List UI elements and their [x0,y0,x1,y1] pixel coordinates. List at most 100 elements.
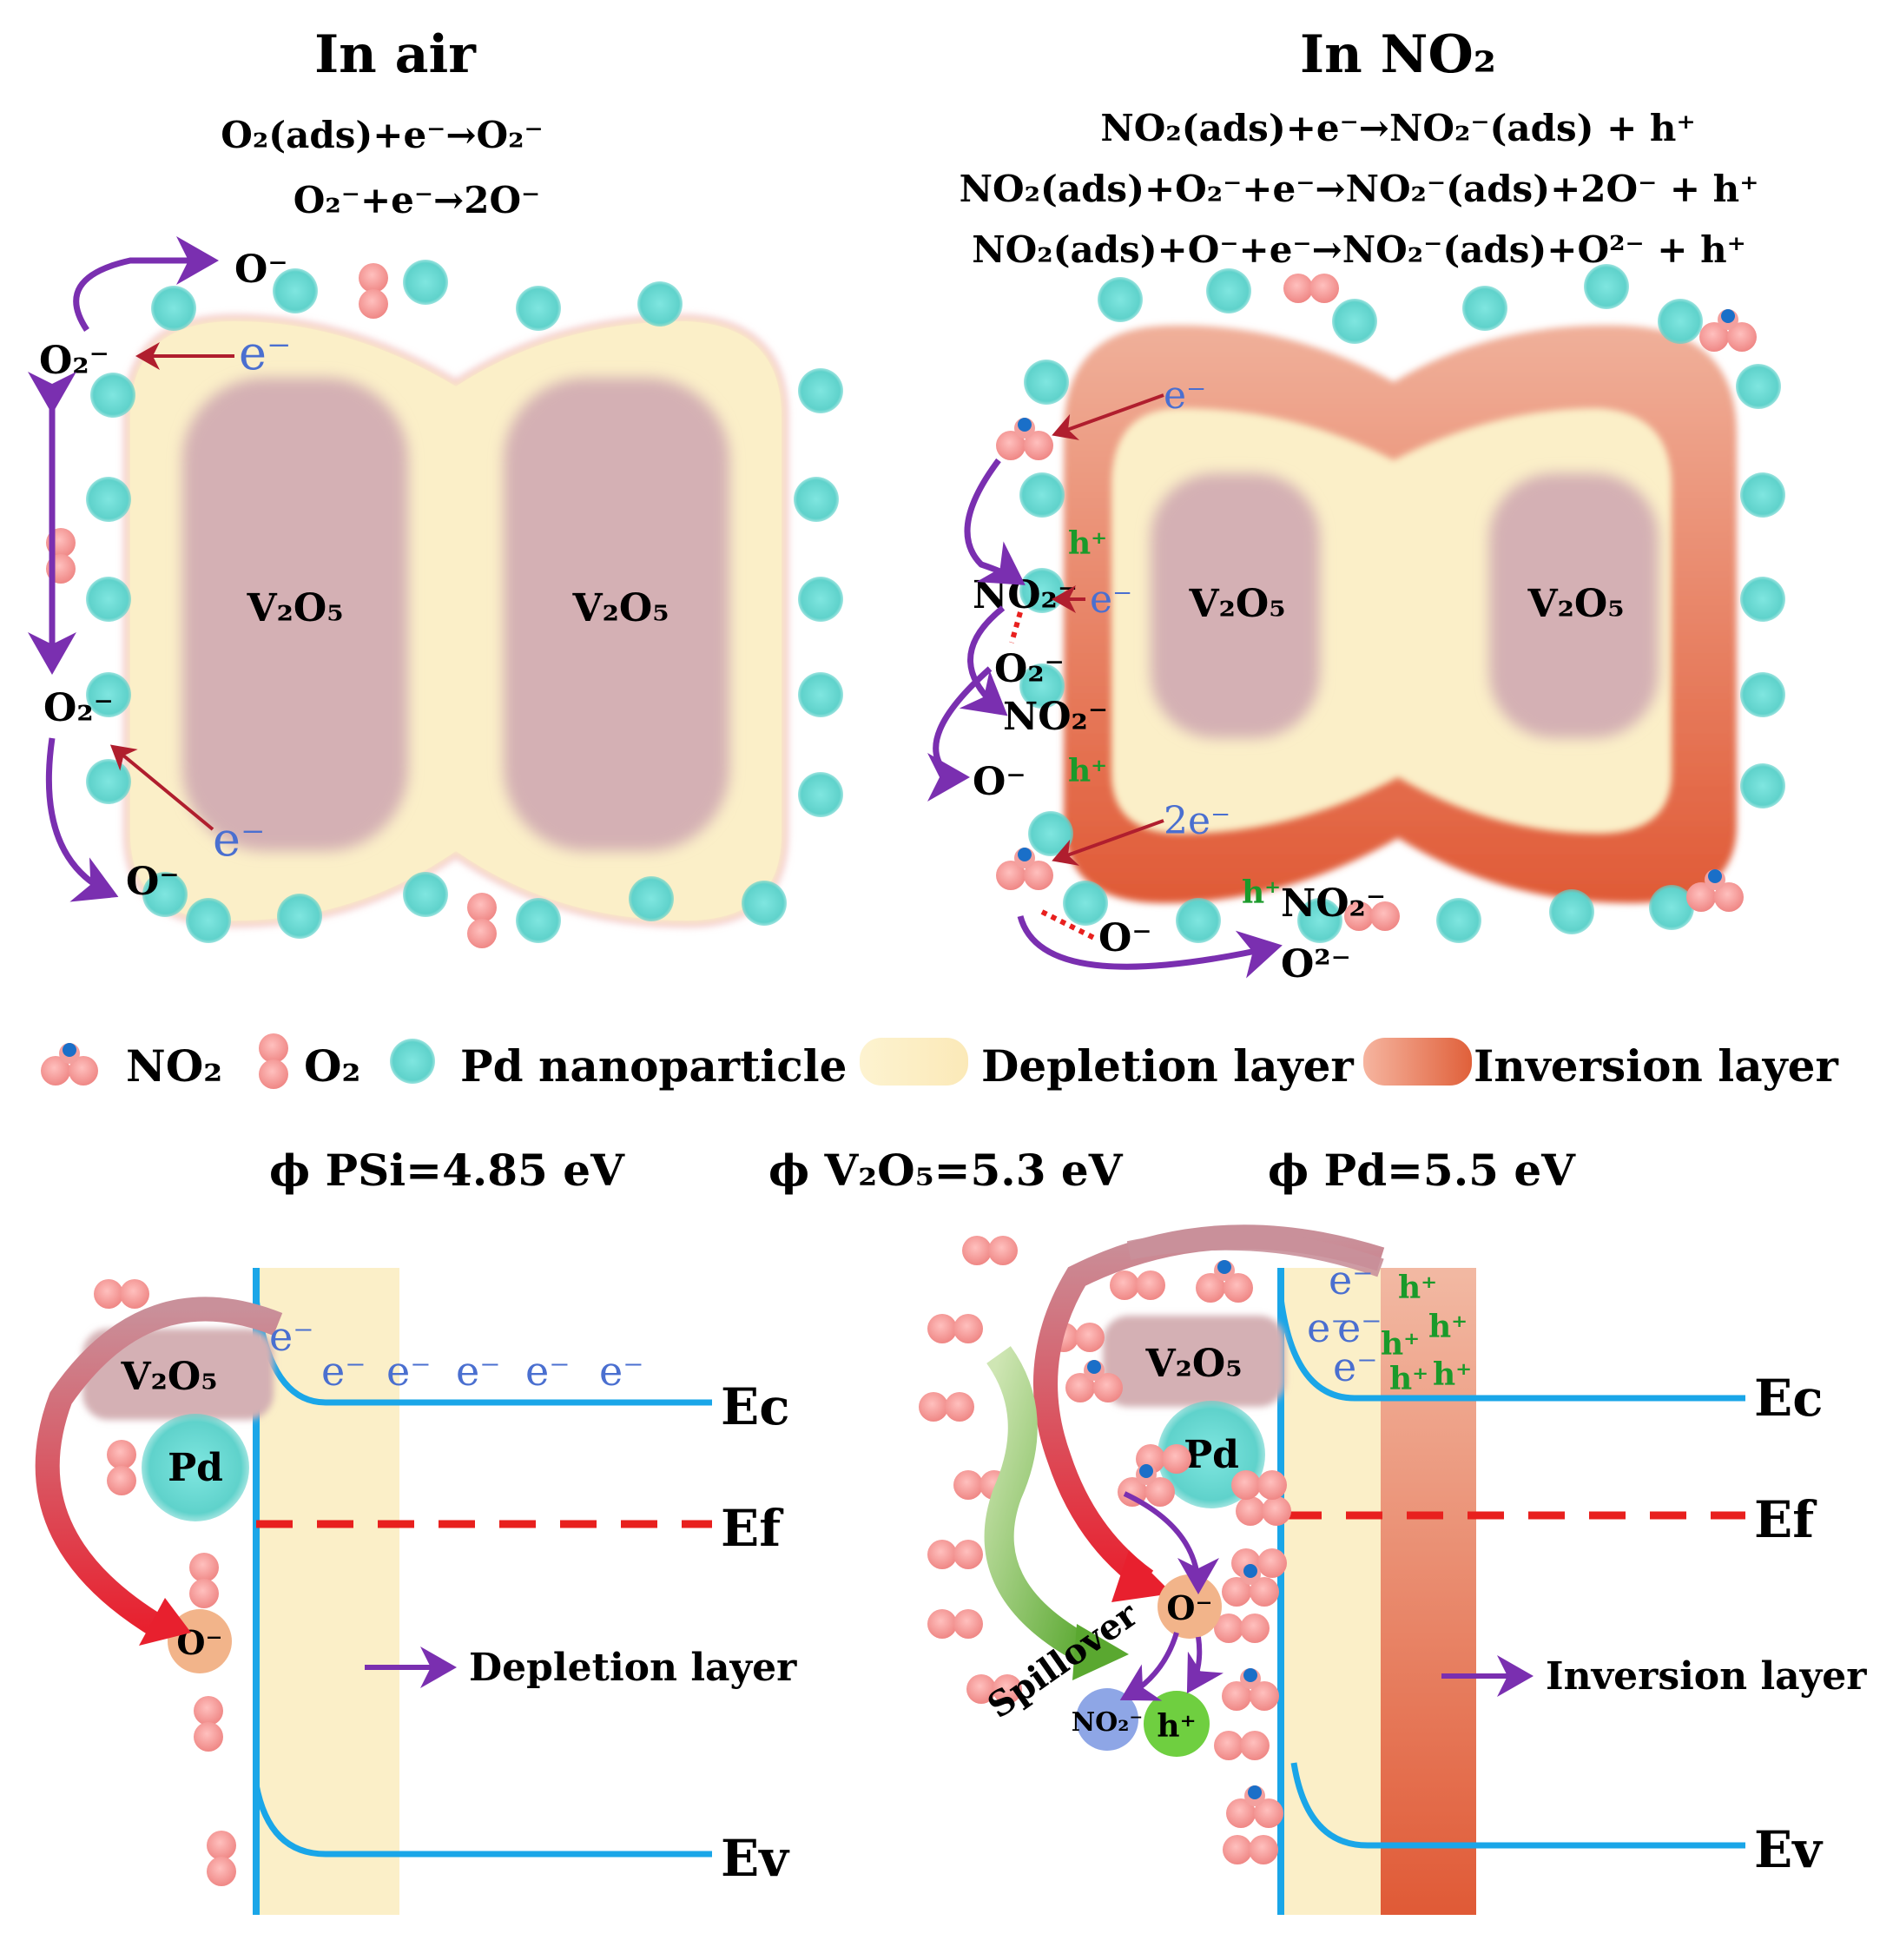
no2-minus-bubble [1076,1688,1138,1751]
no2-minus-label-band: NO₂⁻ [1072,1707,1144,1738]
electron-transfer-arrow-left [35,1297,283,1640]
title-in-air: In air [314,24,477,85]
ec-label-right: Ec [1754,1369,1824,1428]
h-plus-no2-2: h⁺ [1068,753,1107,789]
equation-air-1: O₂(ads)+e⁻→O₂⁻ [221,114,543,156]
svg-text:h⁺: h⁺ [1389,1361,1428,1397]
o-minus-air-top: O⁻ [234,247,288,292]
ec-label-left: Ec [721,1377,790,1436]
spillover-arrow [984,1346,1093,1663]
inversion-label-band: Inversion layer [1546,1654,1867,1699]
two-e-no2: 2e⁻ [1164,799,1230,843]
legend-no2: NO₂ [126,1040,222,1092]
svg-text:e⁻: e⁻ [1337,1304,1382,1351]
wf-psi: ϕ PSi=4.85 eV [269,1145,625,1196]
legend-o2: O₂ [304,1040,360,1092]
v2o5-block-left [82,1329,274,1420]
svg-text:h⁺: h⁺ [1428,1309,1468,1345]
e-minus-air-top: e⁻ [239,326,291,380]
o-minus-label-right: O⁻ [1166,1588,1212,1627]
wf-v2o5: ϕ V₂O₅=5.3 eV [768,1145,1124,1196]
core-label-air-1: V₂O₅ [246,586,343,630]
legend: NO₂ O₂ Pd nanoparticle Depletion layer I… [41,1033,1838,1092]
no2-minus-no2-1: NO₂⁻ [973,573,1078,617]
o-minus-no2-1: O⁻ [973,760,1026,804]
h-plus-no2-3: h⁺ [1242,874,1281,911]
legend-inversion-swatch [1363,1038,1472,1086]
no2-minus-no2-2: NO₂⁻ [1003,695,1108,739]
v2o5-core-no2-left [1151,473,1320,738]
h-plus-bubble [1144,1691,1210,1757]
panel-in-no2: In NO₂ NO₂(ads)+e⁻→NO₂⁻(ads) + h⁺ NO₂(ad… [927,24,1785,987]
electrons-right: e⁻ e⁻ e⁻ e⁻ [1307,1257,1382,1390]
ev-label-right: Ev [1754,1820,1824,1879]
band-diagram-right: Ec Ef Ev V₂O₅ Pd Spillover O⁻ NO₂⁻ h⁺ [919,1224,1867,1915]
equation-no2-2: NO₂(ads)+O₂⁻+e⁻→NO₂⁻(ads)+2O⁻ + h⁺ [960,168,1759,210]
wf-pd: ϕ Pd=5.5 eV [1268,1145,1576,1196]
h-plus-label-band: h⁺ [1157,1708,1196,1745]
ef-label-right: Ef [1754,1490,1817,1549]
svg-text:e⁻: e⁻ [321,1348,366,1395]
depletion-label-band: Depletion layer [469,1646,797,1690]
o2-minus-no2: O₂⁻ [994,647,1065,691]
equation-no2-3: NO₂(ads)+O⁻+e⁻→NO₂⁻(ads)+O²⁻ + h⁺ [972,228,1746,271]
core-label-no2-1: V₂O₅ [1188,582,1285,626]
electrons-left: e⁻ e⁻ e⁻ e⁻ e⁻ e⁻ [269,1313,644,1395]
v2o5-label-left: V₂O₅ [120,1355,217,1399]
pd-label-right: Pd [1184,1433,1239,1477]
ev-line-right [1290,1762,1745,1849]
o2-minus-air-bottom: O₂⁻ [43,686,114,730]
o-minus-no2-2: O⁻ [1098,916,1152,960]
svg-text:e⁻: e⁻ [1333,1343,1378,1390]
ef-label-left: Ef [721,1499,784,1558]
svg-text:e⁻: e⁻ [456,1348,501,1395]
legend-pd: Pd nanoparticle [460,1040,847,1092]
ec-line-right [1277,1297,1745,1402]
purple-arrows-band [1119,1491,1224,1701]
pd-label-left: Pd [168,1446,223,1490]
svg-text:e⁻: e⁻ [525,1348,571,1395]
svg-text:h⁺: h⁺ [1381,1326,1420,1363]
ev-line-left [253,1784,712,1858]
reaction-arrows-no2 [927,393,1283,979]
band-diagram-left: Ec Ef Ev V₂O₅ Pd O⁻ e⁻ e⁻ e⁻ e⁻ e⁻ e⁻ De… [35,1268,797,1915]
svg-text:e⁻: e⁻ [1307,1304,1352,1351]
legend-depletion: Depletion layer [981,1040,1354,1092]
svg-text:h⁺: h⁺ [1433,1356,1472,1393]
svg-text:e⁻: e⁻ [386,1348,432,1395]
svg-text:e⁻: e⁻ [599,1348,644,1395]
legend-inversion: Inversion layer [1474,1040,1838,1092]
svg-text:h⁺: h⁺ [1398,1270,1437,1306]
reaction-arrows-air [28,236,234,902]
v2o5-core-left [182,378,408,851]
v2o5-core-right [504,378,729,851]
pd-sphere-left [142,1414,249,1521]
h-plus-no2-1: h⁺ [1068,525,1107,562]
equation-no2-1: NO₂(ads)+e⁻→NO₂⁻(ads) + h⁺ [1100,107,1695,149]
v2o5-block-right [1103,1316,1285,1407]
legend-depletion-swatch [860,1038,968,1086]
o2-minus-air-top: O₂⁻ [39,339,109,383]
e-minus-no2-mid: e⁻ [1090,577,1132,622]
svg-text:e⁻: e⁻ [1329,1257,1374,1303]
core-label-air-2: V₂O₅ [571,586,669,630]
v2o5-core-no2-right [1489,473,1659,738]
inversion-band-right [1381,1268,1476,1915]
o2-2minus-no2: O²⁻ [1281,942,1351,987]
no2-minus-no2-3: NO₂⁻ [1281,881,1386,926]
work-functions: ϕ PSi=4.85 eV ϕ V₂O₅=5.3 eV ϕ Pd=5.5 eV [269,1145,1576,1196]
core-label-no2-2: V₂O₅ [1527,582,1624,626]
o-minus-air-bottom: O⁻ [126,860,180,904]
panel-in-air: In air O₂(ads)+e⁻→O₂⁻ O₂⁻+e⁻→2O⁻ V₂O₅ V₂… [28,24,843,948]
depletion-band-right [1281,1268,1381,1915]
equation-air-2: O₂⁻+e⁻→2O⁻ [294,179,540,221]
e-minus-no2-top: e⁻ [1164,373,1206,418]
svg-text:e⁻: e⁻ [269,1313,314,1360]
e-minus-air-bottom: e⁻ [213,812,265,867]
holes-right: h⁺ h⁺ h⁺ h⁺ h⁺ [1381,1270,1472,1397]
ev-label-left: Ev [721,1829,790,1888]
v2o5-label-right: V₂O₅ [1144,1342,1242,1386]
title-in-no2: In NO₂ [1300,24,1496,85]
